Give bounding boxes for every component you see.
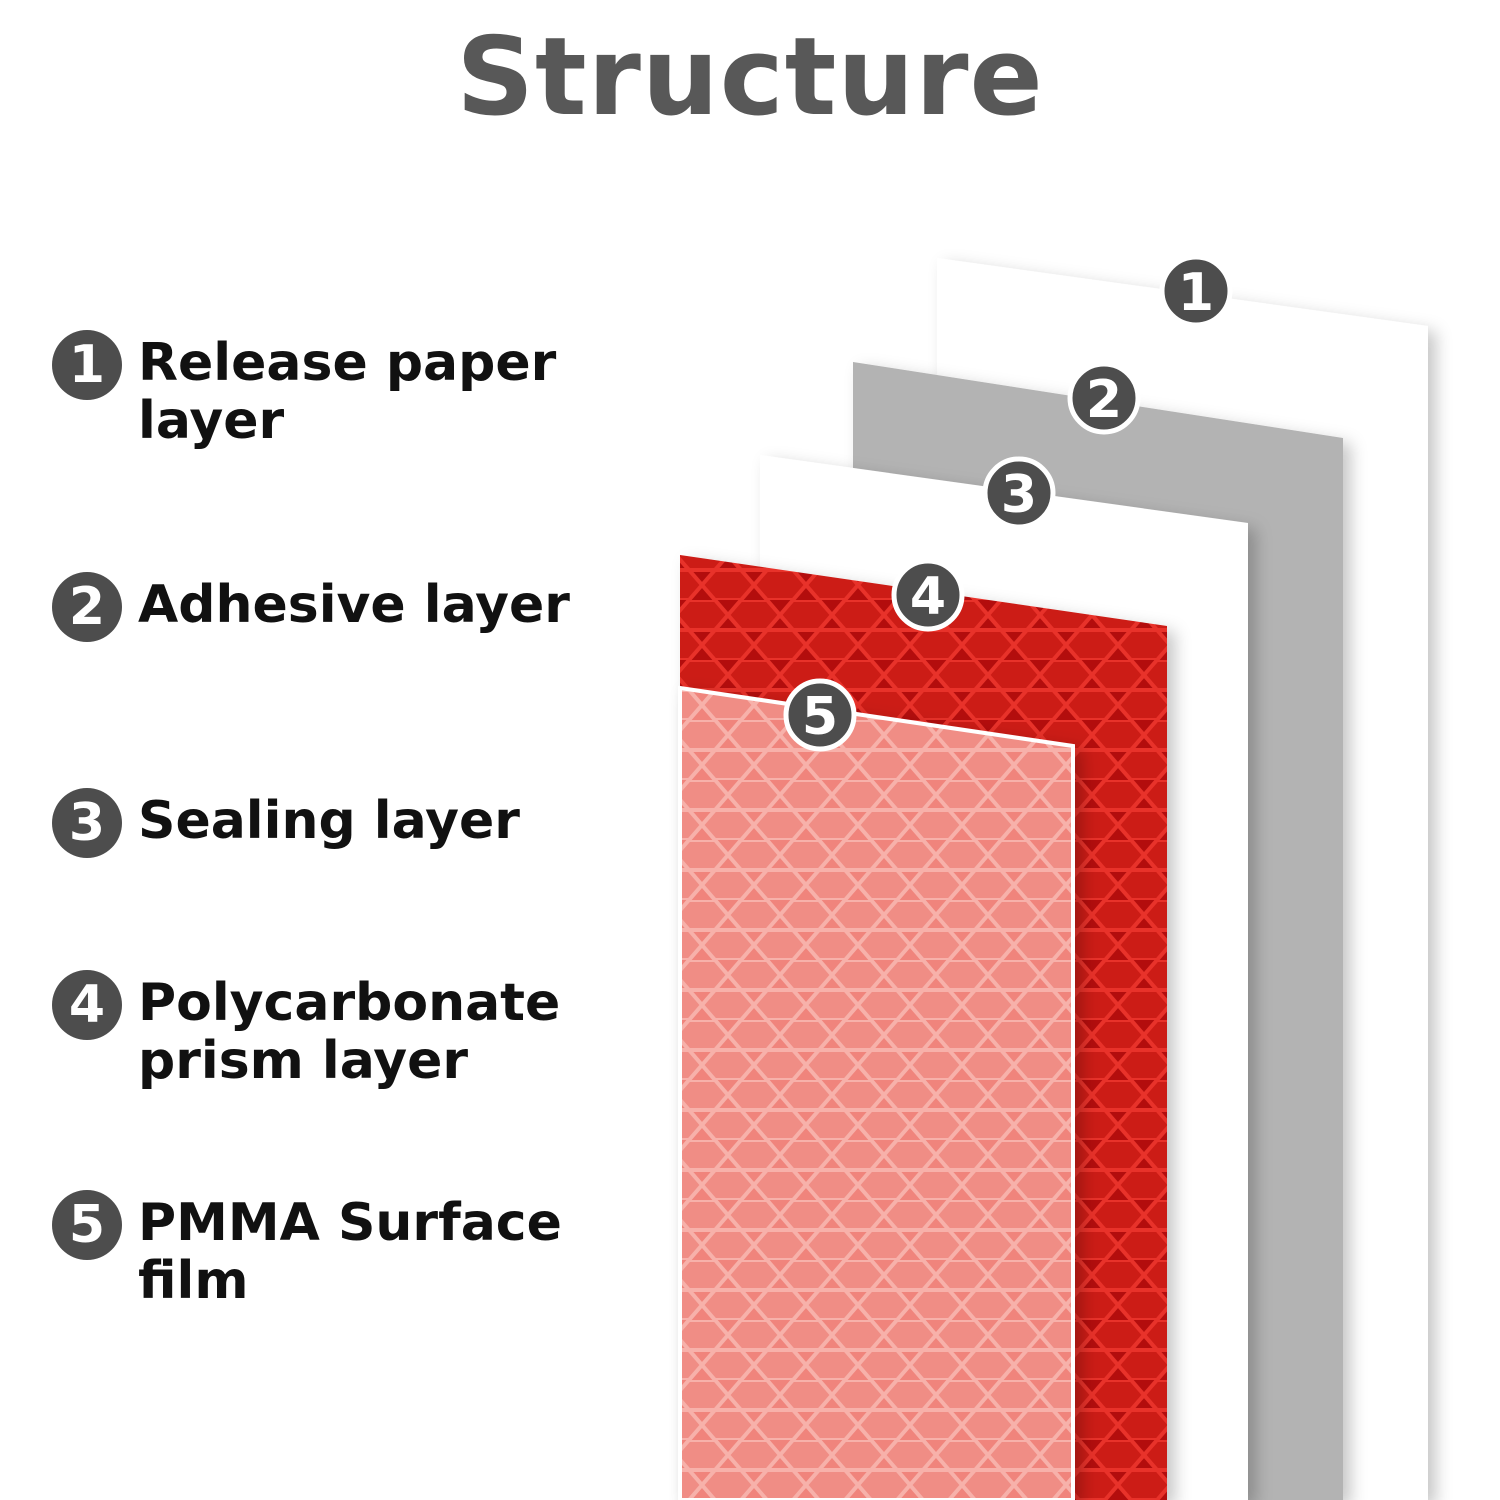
- page-title: Structure: [456, 15, 1044, 140]
- legend-item-release-paper: 1 Release paper layer: [52, 330, 598, 450]
- layer-marker-1-icon: 1: [1159, 254, 1233, 328]
- number-1-icon: 1: [52, 330, 122, 400]
- legend-label: Polycarbonate prism layer: [138, 973, 561, 1091]
- legend-label: Release paper layer: [138, 333, 557, 451]
- layer-marker-3-icon: 3: [982, 456, 1056, 530]
- marker-text: 2: [1086, 370, 1122, 430]
- marker-text: 3: [1001, 465, 1037, 525]
- marker-text: 5: [802, 687, 838, 747]
- legend-label: Sealing layer: [138, 791, 520, 851]
- marker-text: 1: [1178, 263, 1214, 323]
- number-5-icon: 5: [52, 1190, 122, 1260]
- number-2-icon: 2: [52, 572, 122, 642]
- legend-item-surface-film: 5 PMMA Surface film: [52, 1190, 598, 1310]
- legend-label: PMMA Surface film: [138, 1193, 562, 1311]
- legend-item-prism: 4 Polycarbonate prism layer: [52, 970, 598, 1090]
- legend-label: Adhesive layer: [138, 575, 570, 635]
- number-4-icon: 4: [52, 970, 122, 1040]
- surface-film-layer: [678, 685, 1075, 1500]
- number-3-icon: 3: [52, 788, 122, 858]
- layer-marker-5-icon: 5: [783, 678, 857, 752]
- legend-item-sealing: 3 Sealing layer: [52, 788, 598, 858]
- layer-marker-2-icon: 2: [1067, 361, 1141, 435]
- marker-text: 4: [910, 567, 946, 627]
- legend-item-adhesive: 2 Adhesive layer: [52, 572, 598, 642]
- layer-marker-4-icon: 4: [891, 558, 965, 632]
